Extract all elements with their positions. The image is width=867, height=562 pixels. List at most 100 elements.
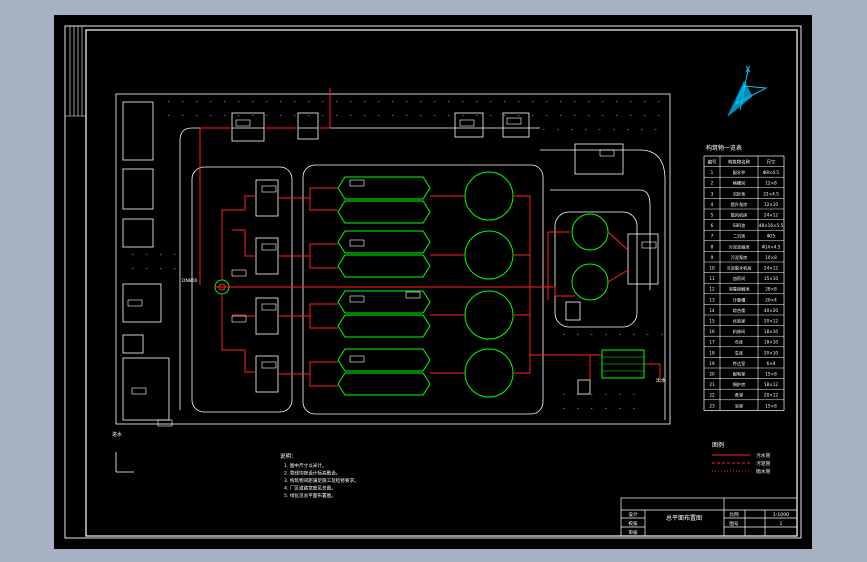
plant-symbol: ⌄ xyxy=(335,112,338,117)
plant-symbol: ⌄ xyxy=(265,98,268,103)
table-cell: 24×12 xyxy=(764,266,779,271)
table-cell: 16 xyxy=(709,329,715,334)
plant-symbol: ⌄ xyxy=(503,112,506,117)
plant-symbol: ⌄ xyxy=(618,331,621,336)
plant-symbol: ⌄ xyxy=(654,126,657,131)
table-cell: 20×4 xyxy=(765,297,777,302)
table-cell: 沉砂池 xyxy=(733,190,746,197)
plant-symbol: ⌄ xyxy=(590,331,593,336)
plant-symbol: ⌄ xyxy=(629,112,632,117)
title-block-cell: 1 xyxy=(780,521,783,527)
plant-symbol: ⌄ xyxy=(643,112,646,117)
plant-symbol: ⌄ xyxy=(618,405,621,410)
legend-label: 污泥管 xyxy=(756,460,771,467)
plant-symbol: ⌄ xyxy=(209,98,212,103)
table-cell: 8 xyxy=(711,244,714,249)
plant-symbol: ⌄ xyxy=(640,126,643,131)
sbr-basin xyxy=(337,254,431,278)
plant-symbol: ⌄ xyxy=(517,98,520,103)
title-block-cell: 设计 xyxy=(628,511,638,518)
plant-symbol: ⌄ xyxy=(545,112,548,117)
tag-box xyxy=(599,149,615,157)
plant-symbol: ⌄ xyxy=(545,98,548,103)
table-cell: 配水井 xyxy=(733,169,746,176)
plant-symbol: ⌄ xyxy=(293,112,296,117)
pipe-tag: DN800 xyxy=(182,278,198,284)
table-cell: 3 xyxy=(711,191,714,196)
plant-symbol: ⌄ xyxy=(159,251,162,256)
table-cell: 15×10 xyxy=(764,276,779,281)
note-line: 5. 绿化见总平面布置图。 xyxy=(284,492,336,499)
plant-symbol: ⌄ xyxy=(405,112,408,117)
plant-symbol: ⌄ xyxy=(556,126,559,131)
plant-symbol: ⌄ xyxy=(576,331,579,336)
table-cell: 15×8 xyxy=(765,403,777,408)
note-line: 2. 管线均按设计标高敷设。 xyxy=(284,470,340,477)
plant-symbol: ⌄ xyxy=(615,98,618,103)
plant-symbol: ⌄ xyxy=(604,331,607,336)
tag-box xyxy=(349,239,365,247)
tag-box xyxy=(349,355,365,363)
plant-symbol: ⌄ xyxy=(363,98,366,103)
plant-symbol: ⌄ xyxy=(251,98,254,103)
table-cell: 20×10 xyxy=(764,350,779,355)
tag-box xyxy=(157,419,173,427)
plant-symbol: ⌄ xyxy=(618,391,621,396)
plant-symbol: ⌄ xyxy=(419,112,422,117)
plant-symbol: ⌄ xyxy=(542,126,545,131)
plant-symbol: ⌄ xyxy=(576,405,579,410)
drawing-canvas xyxy=(54,15,812,549)
plant-symbol: ⌄ xyxy=(237,112,240,117)
outlet-label: 出水 xyxy=(656,377,666,384)
table-cell: 12 xyxy=(709,287,715,292)
table-title: 构筑物一览表 xyxy=(706,144,742,152)
table-cell: 综合楼 xyxy=(733,307,746,314)
table-cell: 2 xyxy=(711,181,714,186)
legend-label: 雨水管 xyxy=(756,468,771,475)
table-cell: 鼓风机房 xyxy=(731,212,748,219)
drawing-title: 总平面布置图 xyxy=(666,514,702,522)
tag-box xyxy=(127,299,143,307)
plant-symbol: ⌄ xyxy=(293,98,296,103)
table-cell: 28×8 xyxy=(765,287,777,292)
sbr-tanks xyxy=(337,176,431,396)
plant-symbol: ⌄ xyxy=(461,112,464,117)
table-cell: 7 xyxy=(711,234,714,239)
table-cell: 6 xyxy=(711,223,714,228)
plant-symbol: ⌄ xyxy=(660,331,663,336)
table-cell: 15 xyxy=(709,319,715,324)
plant-symbol: ⌄ xyxy=(573,98,576,103)
plant-symbol: ⌄ xyxy=(562,405,565,410)
plant-symbol: ⌄ xyxy=(632,331,635,336)
note-line: 1. 图中尺寸以米计。 xyxy=(284,462,327,469)
table-cell: 48×16×5.5 xyxy=(759,223,784,228)
plant-symbol: ⌄ xyxy=(604,405,607,410)
plant-symbol: ⌄ xyxy=(391,112,394,117)
table-cell: 18×10 xyxy=(764,340,779,345)
table-cell: 17 xyxy=(709,340,715,345)
site-boundary xyxy=(115,93,671,425)
plant-symbol: ⌄ xyxy=(209,112,212,117)
table-cell: 车库 xyxy=(735,349,743,356)
plant-symbol: ⌄ xyxy=(615,112,618,117)
inlet-label: 进水 xyxy=(112,431,122,438)
table-cell: 12×10 xyxy=(764,202,779,207)
greenery-pattern: ⌄ ⌄ ⌄ ⌄ ⌄ ⌄ ⌄ ⌄ ⌄ ⌄ ⌄ ⌄ ⌄ ⌄ ⌄ ⌄ ⌄ ⌄ ⌄ ⌄ ⌄ ⌄ ⌄ ⌄ ⌄ ⌄ ⌄ ⌄ ⌄ ⌄ ⌄ ⌄ ⌄ ⌄ ⌄ ⌄ ⌄ ⌄ ⌄ ⌄… xyxy=(131,98,663,410)
plant-symbol: ⌄ xyxy=(173,251,176,256)
table-cell: 40×20 xyxy=(764,308,779,313)
plant-symbol: ⌄ xyxy=(223,112,226,117)
plant-symbol: ⌄ xyxy=(489,98,492,103)
plant-symbol: ⌄ xyxy=(223,98,226,103)
plant-symbol: ⌄ xyxy=(461,98,464,103)
plant-symbol: ⌄ xyxy=(573,112,576,117)
plant-symbol: ⌄ xyxy=(562,391,565,396)
table-cell: 20 xyxy=(709,372,715,377)
table-cell: 加药间 xyxy=(733,275,746,282)
plant-symbol: ⌄ xyxy=(447,98,450,103)
table-cell: 20×12 xyxy=(764,319,779,324)
plant-symbol: ⌄ xyxy=(145,251,148,256)
table-cell: 4 xyxy=(711,202,714,207)
table-cell: 污泥浓缩池 xyxy=(729,243,751,250)
